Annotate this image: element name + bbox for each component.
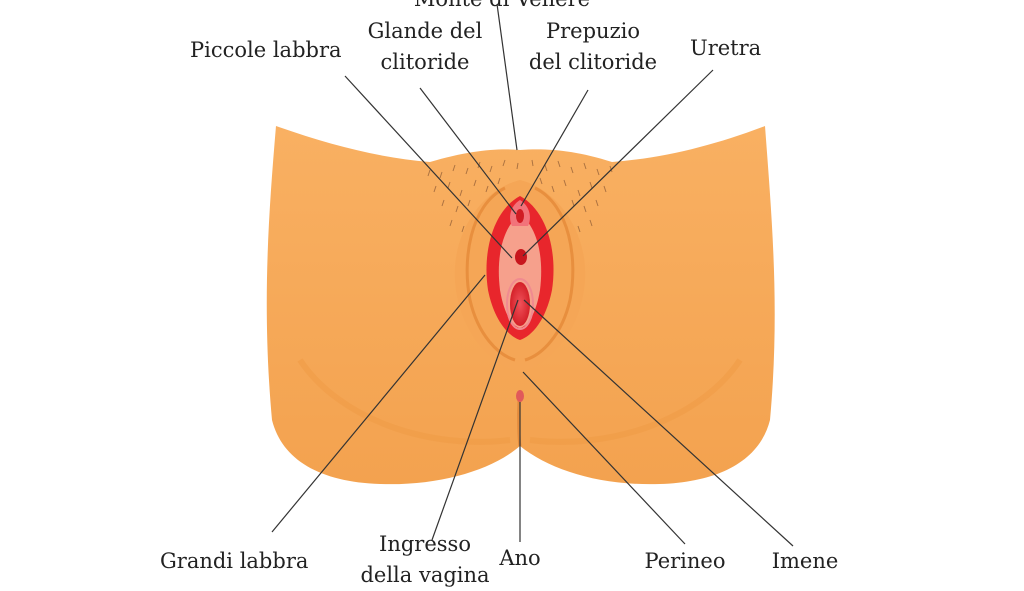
label-ano: Ano <box>480 543 560 574</box>
label-ingresso-line2: della vagina <box>360 563 490 587</box>
pubic-hair <box>427 159 613 233</box>
buttock-shadow-left <box>297 358 511 445</box>
leader-ingresso <box>431 299 519 541</box>
label-uretra-text: Uretra <box>690 36 762 60</box>
label-prepuzio-del-clitoride: Prepuzio del clitoride <box>498 16 688 78</box>
label-prepuzio-line1: Prepuzio <box>546 19 640 43</box>
ano-shape <box>516 390 524 402</box>
label-grandi-labbra: Grandi labbra <box>160 546 308 577</box>
leader-imene <box>523 299 794 547</box>
label-glande-line2: clitoride <box>380 50 470 74</box>
leader-prepuzio <box>520 89 589 207</box>
label-piccole-labbra: Piccole labbra <box>190 35 342 66</box>
buttock-shadow-right <box>529 358 743 445</box>
label-glande-del-clitoride: Glande del clitoride <box>330 16 520 78</box>
label-monte-di-venere-text: Monte di Venere <box>372 0 632 15</box>
label-uretra: Uretra <box>690 33 761 64</box>
label-imene: Imene <box>760 546 850 577</box>
label-ingresso-line1: Ingresso <box>379 532 471 556</box>
glande-shape <box>516 209 524 223</box>
label-perineo: Perineo <box>630 546 740 577</box>
label-imene-text: Imene <box>771 549 839 573</box>
imene-ring <box>506 278 534 330</box>
uretra-shape <box>515 249 527 265</box>
label-ingresso-della-vagina: Ingresso della vagina <box>330 529 520 591</box>
leader-grandi-labbra <box>271 274 486 533</box>
label-piccole-labbra-text: Piccole labbra <box>190 38 342 62</box>
label-glande-line1: Glande del <box>367 19 483 43</box>
leader-lines <box>271 3 794 547</box>
label-perineo-text: Perineo <box>644 549 726 573</box>
label-ano-text: Ano <box>499 546 541 570</box>
leader-perineo <box>522 371 686 545</box>
label-prepuzio-line2: del clitoride <box>528 50 658 74</box>
leader-monte-di-venere <box>496 3 518 151</box>
leader-glande <box>419 87 517 215</box>
label-grandi-labbra-text: Grandi labbra <box>160 549 309 573</box>
label-monte-di-venere: Monte di Venere <box>372 0 632 15</box>
grandi-labbra-fold-left <box>465 186 516 362</box>
leader-uretra <box>522 69 714 257</box>
vestibule-shape <box>498 214 542 328</box>
leader-piccole-labbra <box>344 75 513 259</box>
grandi-labbra-fold-right <box>524 186 575 362</box>
vagina-opening-shape <box>510 282 530 326</box>
